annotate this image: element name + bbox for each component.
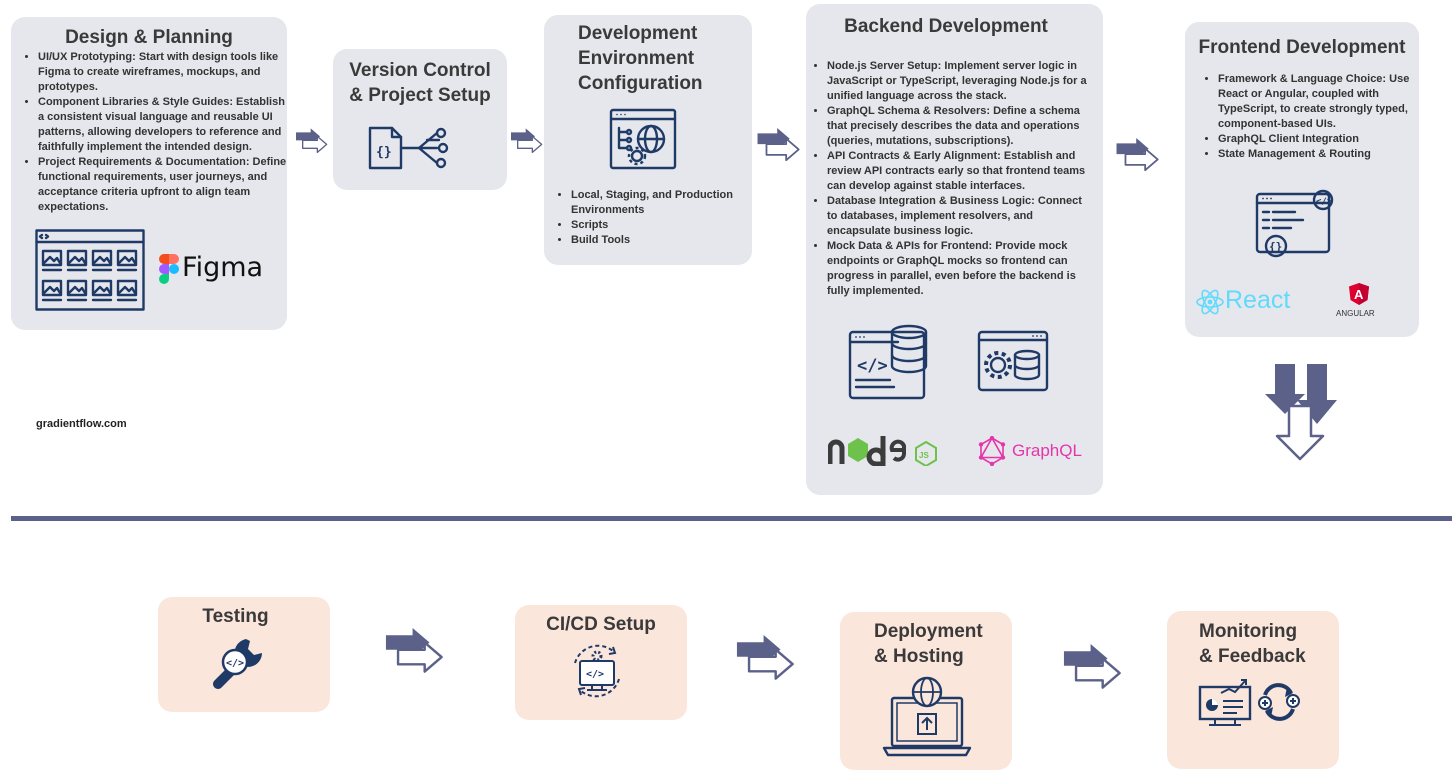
code-database-icon: </> [848,324,928,400]
svg-text:</>: </> [1316,197,1333,207]
list-item: Node.js Server Setup: Implement server l… [827,59,1095,104]
react-logo-text: React [1225,286,1291,314]
angular-logo-text: ANGULAR [1336,309,1375,318]
figma-logo-text: Figma [182,252,264,283]
list-item: State Management & Routing [1218,147,1414,162]
version-control-title-line1: Version Control [349,60,491,81]
cicd-card: CI/CD Setup </> [515,605,687,720]
graphql-logo-text: GraphQL [1012,441,1082,460]
frontend-card: Frontend Development Framework & Languag… [1185,22,1419,337]
flow-arrow-icon [1062,644,1121,689]
dev-environment-title-line3: Configuration [578,73,703,94]
svg-text:{}: {} [1269,240,1282,253]
frontend-bullets: Framework & Language Choice: Use React o… [1205,72,1414,162]
list-item: Mock Data & APIs for Frontend: Provide m… [827,239,1095,299]
design-planning-card: Design & Planning UI/UX Prototyping: Sta… [11,17,287,330]
react-logo-icon [1196,289,1224,315]
dev-environment-title-line1: Development [578,23,698,44]
design-planning-bullets: UI/UX Prototyping: Start with design too… [25,50,294,215]
list-item: GraphQL Schema & Resolvers: Define a sch… [827,104,1095,149]
list-item: GraphQL Client Integration [1218,132,1414,147]
list-item: Framework & Language Choice: Use React o… [1218,72,1414,132]
down-arrow-icon [1265,364,1337,461]
dev-environment-card: Development Environment Configuration Lo… [544,15,752,265]
backend-card: Backend Development Node.js Server Setup… [806,4,1103,495]
monitoring-title-line2: & Feedback [1199,646,1306,667]
list-item: Component Libraries & Style Guides: Esta… [38,95,294,155]
monitoring-title-line1: Monitoring [1199,621,1298,642]
frontend-title: Frontend Development [1198,37,1406,58]
svg-text:{}: {} [376,145,392,160]
svg-text:</>: </> [586,669,604,680]
server-settings-database-icon [977,330,1049,392]
wrench-code-icon: </> [213,639,262,689]
list-item: API Contracts & Early Alignment: Establi… [827,149,1095,194]
dev-environment-bullets: Local, Staging, and Production Environme… [558,188,757,248]
cicd-pipeline-icon: </> [574,644,620,698]
monitoring-card: Monitoring & Feedback [1167,611,1339,769]
source-footer: gradientflow.com [36,418,127,430]
list-item: Local, Staging, and Production Environme… [571,188,757,218]
graphql-logo-icon [978,436,1006,466]
flow-arrow-icon [296,128,328,153]
laptop-upload-globe-icon [882,676,972,757]
deployment-title-line2: & Hosting [874,646,964,667]
version-control-title-line2: & Project Setup [349,85,491,106]
design-planning-title: Design & Planning [65,27,233,48]
deployment-card: Deployment & Hosting [840,612,1012,770]
wireframe-grid-icon [35,229,145,311]
testing-card: Testing </> [158,597,330,712]
flow-arrow-icon [384,628,443,673]
code-branch-icon: {} [368,126,449,170]
figma-logo-icon [159,254,179,284]
list-item: Build Tools [571,233,757,248]
list-item: Project Requirements & Documentation: De… [38,155,294,215]
flow-arrow-icon [735,635,794,680]
backend-bullets: Node.js Server Setup: Implement server l… [814,59,1095,299]
svg-text:</>: </> [857,356,888,376]
angular-logo-icon: A [1349,283,1369,305]
list-item: Database Integration & Business Logic: C… [827,194,1095,239]
version-control-card: Version Control & Project Setup {} [333,49,507,190]
flow-arrow-icon [511,128,543,153]
flow-arrow-icon [757,128,800,162]
angular-mark-text: A [1354,287,1364,302]
section-divider [11,516,1452,521]
cicd-title: CI/CD Setup [546,614,656,635]
backend-title: Backend Development [844,16,1048,37]
browser-globe-settings-icon [609,108,677,170]
dev-environment-title-line2: Environment [578,48,695,69]
code-window-icon: </> {} [1255,189,1334,258]
svg-text:</>: </> [226,658,244,669]
list-item: Scripts [571,218,757,233]
list-item: UI/UX Prototyping: Start with design too… [38,50,294,95]
nodejs-js-text: JS [919,451,929,460]
flow-arrow-icon [1116,138,1159,172]
analytics-feedback-icon [1198,679,1300,726]
deployment-title-line1: Deployment [874,621,983,642]
testing-title: Testing [202,606,269,627]
nodejs-logo-icon [828,436,937,466]
